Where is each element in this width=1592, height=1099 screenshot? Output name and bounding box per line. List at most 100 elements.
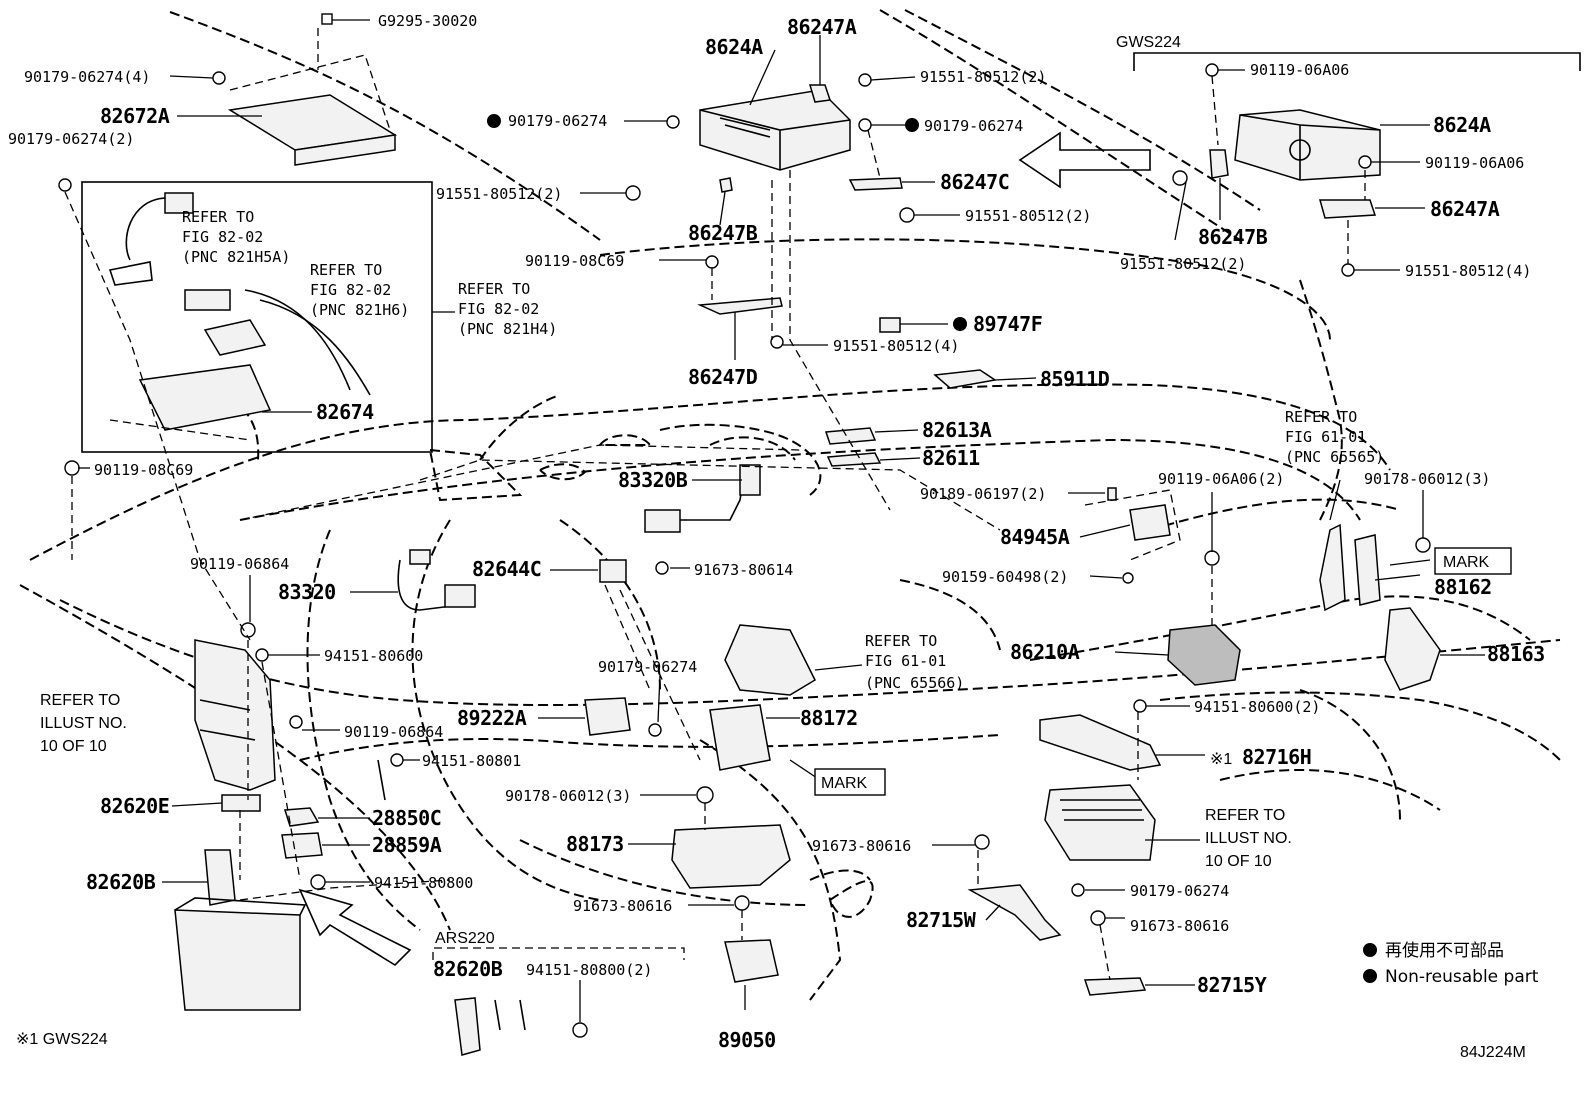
part-label: 82716H bbox=[1242, 745, 1311, 769]
part-label: 86210A bbox=[1010, 640, 1080, 664]
leader-lines bbox=[78, 19, 1485, 1022]
part-label: 82611 bbox=[922, 446, 980, 470]
part-label: 82715W bbox=[906, 908, 977, 932]
part-label: 94151-80600(2) bbox=[1194, 698, 1320, 716]
nonreusable-dot bbox=[487, 114, 501, 128]
part-label: 28850C bbox=[372, 806, 441, 830]
part-label: 90179-06274 bbox=[598, 658, 697, 676]
svg-text:FIG 82-02: FIG 82-02 bbox=[182, 228, 263, 246]
part-label: 90119-08C69 bbox=[525, 252, 624, 270]
part-label: 8624A bbox=[705, 35, 763, 59]
svg-text:REFER TO: REFER TO bbox=[310, 261, 382, 279]
part-label: 88173 bbox=[566, 832, 624, 856]
part-label: 90119-06A06 bbox=[1425, 154, 1524, 172]
part-label: 91673-80616 bbox=[812, 837, 911, 855]
part-label: 82672A bbox=[100, 104, 170, 128]
ref-illustration-right: REFER TO ILLUST NO. 10 OF 10 bbox=[1205, 807, 1292, 870]
footnote: ※1 GWS224 bbox=[16, 1031, 108, 1048]
svg-text:(PNC 821H6): (PNC 821H6) bbox=[310, 301, 409, 319]
part-label: 83320 bbox=[278, 580, 336, 604]
part-label: 86247B bbox=[1198, 225, 1268, 249]
part-label: 90179-06274 bbox=[924, 117, 1023, 135]
part-label: 88172 bbox=[800, 706, 858, 730]
ars220-bracket bbox=[432, 947, 685, 960]
mark-box-right bbox=[1434, 547, 1512, 575]
svg-text:FIG 82-02: FIG 82-02 bbox=[310, 281, 391, 299]
ref-illustration-left: REFER TO ILLUST NO. 10 OF 10 bbox=[40, 692, 127, 755]
svg-text:(PNC 821H4): (PNC 821H4) bbox=[458, 320, 557, 338]
svg-text:FIG 61-01: FIG 61-01 bbox=[1285, 428, 1366, 446]
svg-text:(PNC 821H5A): (PNC 821H5A) bbox=[182, 248, 290, 266]
svg-text:FIG 61-01: FIG 61-01 bbox=[865, 652, 946, 670]
part-label: 90178-06012(3) bbox=[1364, 470, 1490, 488]
part-label: 90119-06A06 bbox=[1250, 61, 1349, 79]
part-label: 82644C bbox=[472, 557, 541, 581]
legend-jp: 再使用不可部品 bbox=[1385, 940, 1504, 961]
part-label: 90119-06A06(2) bbox=[1158, 470, 1284, 488]
part-label: 91551-80512(2) bbox=[965, 207, 1091, 225]
part-label: 86247D bbox=[688, 365, 758, 389]
legend-dot bbox=[1363, 969, 1377, 983]
part-label: G9295-30020 bbox=[378, 12, 477, 30]
legend-dot bbox=[1363, 943, 1377, 957]
part-label: 90189-06197(2) bbox=[920, 485, 1046, 503]
part-label: 91673-80614 bbox=[694, 561, 793, 579]
part-label: 8624A bbox=[1433, 113, 1491, 137]
svg-text:REFER TO: REFER TO bbox=[865, 632, 937, 650]
part-label: 90179-06274 bbox=[508, 112, 607, 130]
part-label: 82620B bbox=[433, 957, 503, 981]
part-label: 94151-80800(2) bbox=[526, 961, 652, 979]
svg-text:REFER TO: REFER TO bbox=[1285, 408, 1357, 426]
part-label: 85911D bbox=[1040, 367, 1110, 391]
part-label: 86247A bbox=[1430, 197, 1500, 221]
part-label: 90119-06864 bbox=[190, 555, 289, 573]
part-label: 94151-80800 bbox=[374, 874, 473, 892]
inset-box bbox=[81, 181, 433, 453]
part-label: 91551-80512(2) bbox=[436, 185, 562, 203]
svg-text:(PNC 65565): (PNC 65565) bbox=[1285, 448, 1384, 466]
part-labels: G9295-30020 90179-06274(4) 82672A 90179-… bbox=[8, 12, 1545, 1052]
svg-text:REFER TO: REFER TO bbox=[1205, 807, 1285, 824]
part-label: 90119-08C69 bbox=[94, 461, 193, 479]
part-label: 82620E bbox=[100, 794, 169, 818]
ref-figure-82-02-c: REFER TO FIG 82-02 (PNC 821H4) bbox=[458, 280, 557, 338]
part-label: 86247B bbox=[688, 221, 758, 245]
part-label: 91673-80616 bbox=[1130, 917, 1229, 935]
part-label: 91551-80512(4) bbox=[833, 337, 959, 355]
part-label: 86247C bbox=[940, 170, 1009, 194]
ref-figure-82-02-a: REFER TO FIG 82-02 (PNC 821H5A) bbox=[182, 208, 290, 266]
part-label: 94151-80801 bbox=[422, 752, 521, 770]
part-label: 91551-80512(2) bbox=[920, 68, 1046, 86]
part-label: 89222A bbox=[457, 706, 527, 730]
svg-text:10 OF 10: 10 OF 10 bbox=[1205, 853, 1272, 870]
gws224-bracket bbox=[1133, 52, 1581, 71]
ref-figure-82-02-b: REFER TO FIG 82-02 (PNC 821H6) bbox=[310, 261, 409, 319]
svg-text:REFER TO: REFER TO bbox=[458, 280, 530, 298]
part-label: 89050 bbox=[718, 1028, 776, 1052]
part-label: 91673-80616 bbox=[573, 897, 672, 915]
part-label: 82674 bbox=[316, 400, 374, 424]
part-label: 82620B bbox=[86, 870, 156, 894]
part-label: 90159-60498(2) bbox=[942, 568, 1068, 586]
nonreusable-dot bbox=[953, 317, 967, 331]
mark-box-center bbox=[814, 768, 886, 796]
parts-shapes bbox=[58, 13, 1441, 1056]
part-label: 88162 bbox=[1434, 575, 1492, 599]
svg-text:ILLUST NO.: ILLUST NO. bbox=[40, 715, 127, 732]
svg-text:(PNC 65566): (PNC 65566) bbox=[865, 674, 964, 692]
legend-en: Non-reusable part bbox=[1385, 967, 1539, 987]
svg-text:ILLUST NO.: ILLUST NO. bbox=[1205, 830, 1292, 847]
diagram-id: 84J224M bbox=[1460, 1044, 1526, 1061]
assembly-lines bbox=[64, 28, 1366, 981]
marker-82716H: ※1 bbox=[1210, 751, 1232, 768]
part-label: 28859A bbox=[372, 833, 442, 857]
group-label-ars220: ARS220 bbox=[435, 930, 495, 947]
part-label: 90179-06274(4) bbox=[24, 68, 150, 86]
part-label: 88163 bbox=[1487, 642, 1545, 666]
ref-figure-61-01-a: REFER TO FIG 61-01 (PNC 65565) bbox=[1285, 408, 1384, 466]
part-label: 89747F bbox=[973, 312, 1042, 336]
part-label: 86247A bbox=[787, 15, 857, 39]
part-label: 90178-06012(3) bbox=[505, 787, 631, 805]
nonreusable-dot bbox=[905, 118, 919, 132]
